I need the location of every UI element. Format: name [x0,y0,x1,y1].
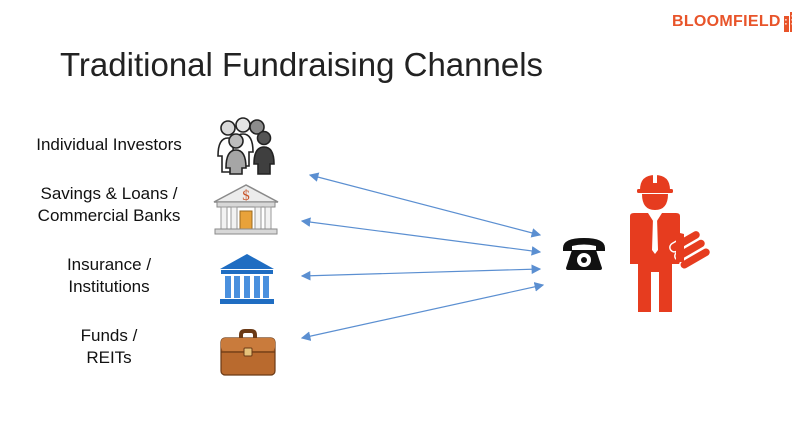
arrow-banks [300,217,542,256]
telephone-icon [563,238,605,270]
channel-label-funds: Funds / REITs [14,325,204,369]
channel-label-line: Commercial Banks [37,206,181,225]
svg-text:$: $ [242,188,250,204]
channel-label-line: REITs [86,348,132,367]
channel-label-insurance: Insurance / Institutions [14,254,204,298]
arrow-funds [300,282,545,341]
channel-label-line: Individual Investors [36,135,182,154]
channel-label-line: Savings & Loans / [40,184,178,203]
briefcase-icon [220,329,276,376]
channel-label-individual-investors: Individual Investors [14,134,204,156]
bank-building-icon: $ [213,184,279,235]
channel-label-banks: Savings & Loans / Commercial Banks [14,183,204,227]
institution-building-icon [220,254,274,304]
slide-title: Traditional Fundraising Channels [60,46,544,83]
brand-name: BLOOMFIELD [672,13,781,30]
channel-label-line: Funds / [80,326,138,345]
arrow-insurance [300,264,542,281]
channel-label-line: Institutions [68,277,150,296]
construction-worker-icon [630,175,712,312]
group-of-people-icon [217,117,275,175]
channel-label-line: Insurance / [66,255,152,274]
